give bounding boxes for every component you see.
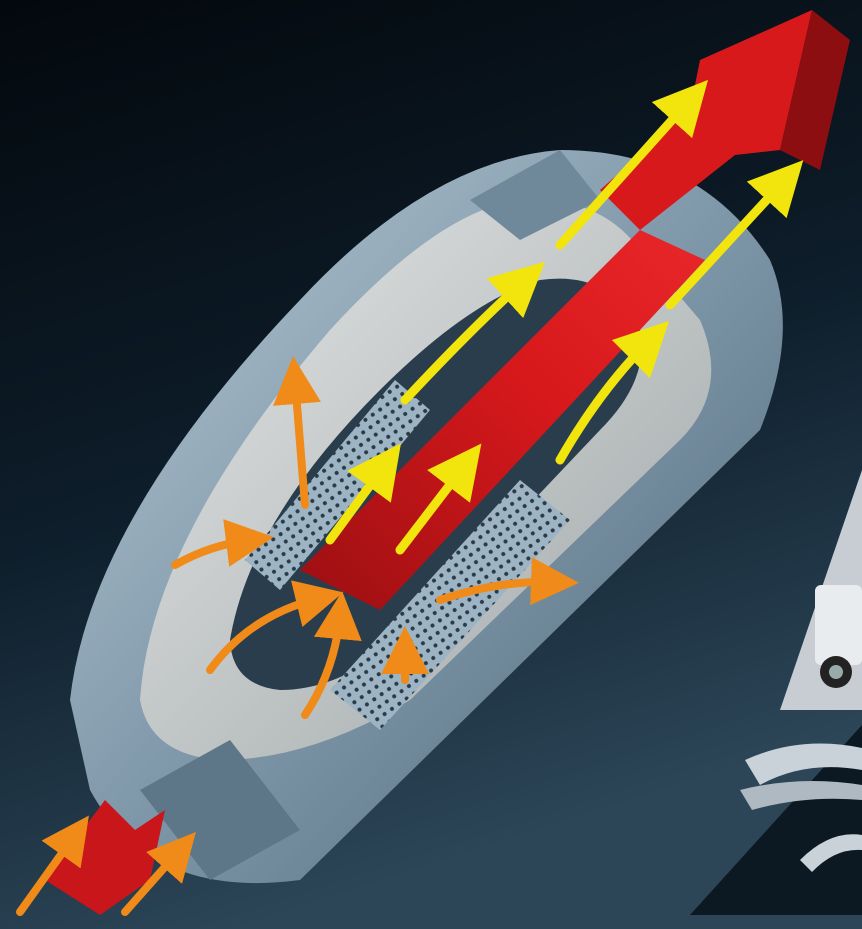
muffler-illustration [0,0,862,929]
muffler-cutaway-svg [0,0,862,929]
